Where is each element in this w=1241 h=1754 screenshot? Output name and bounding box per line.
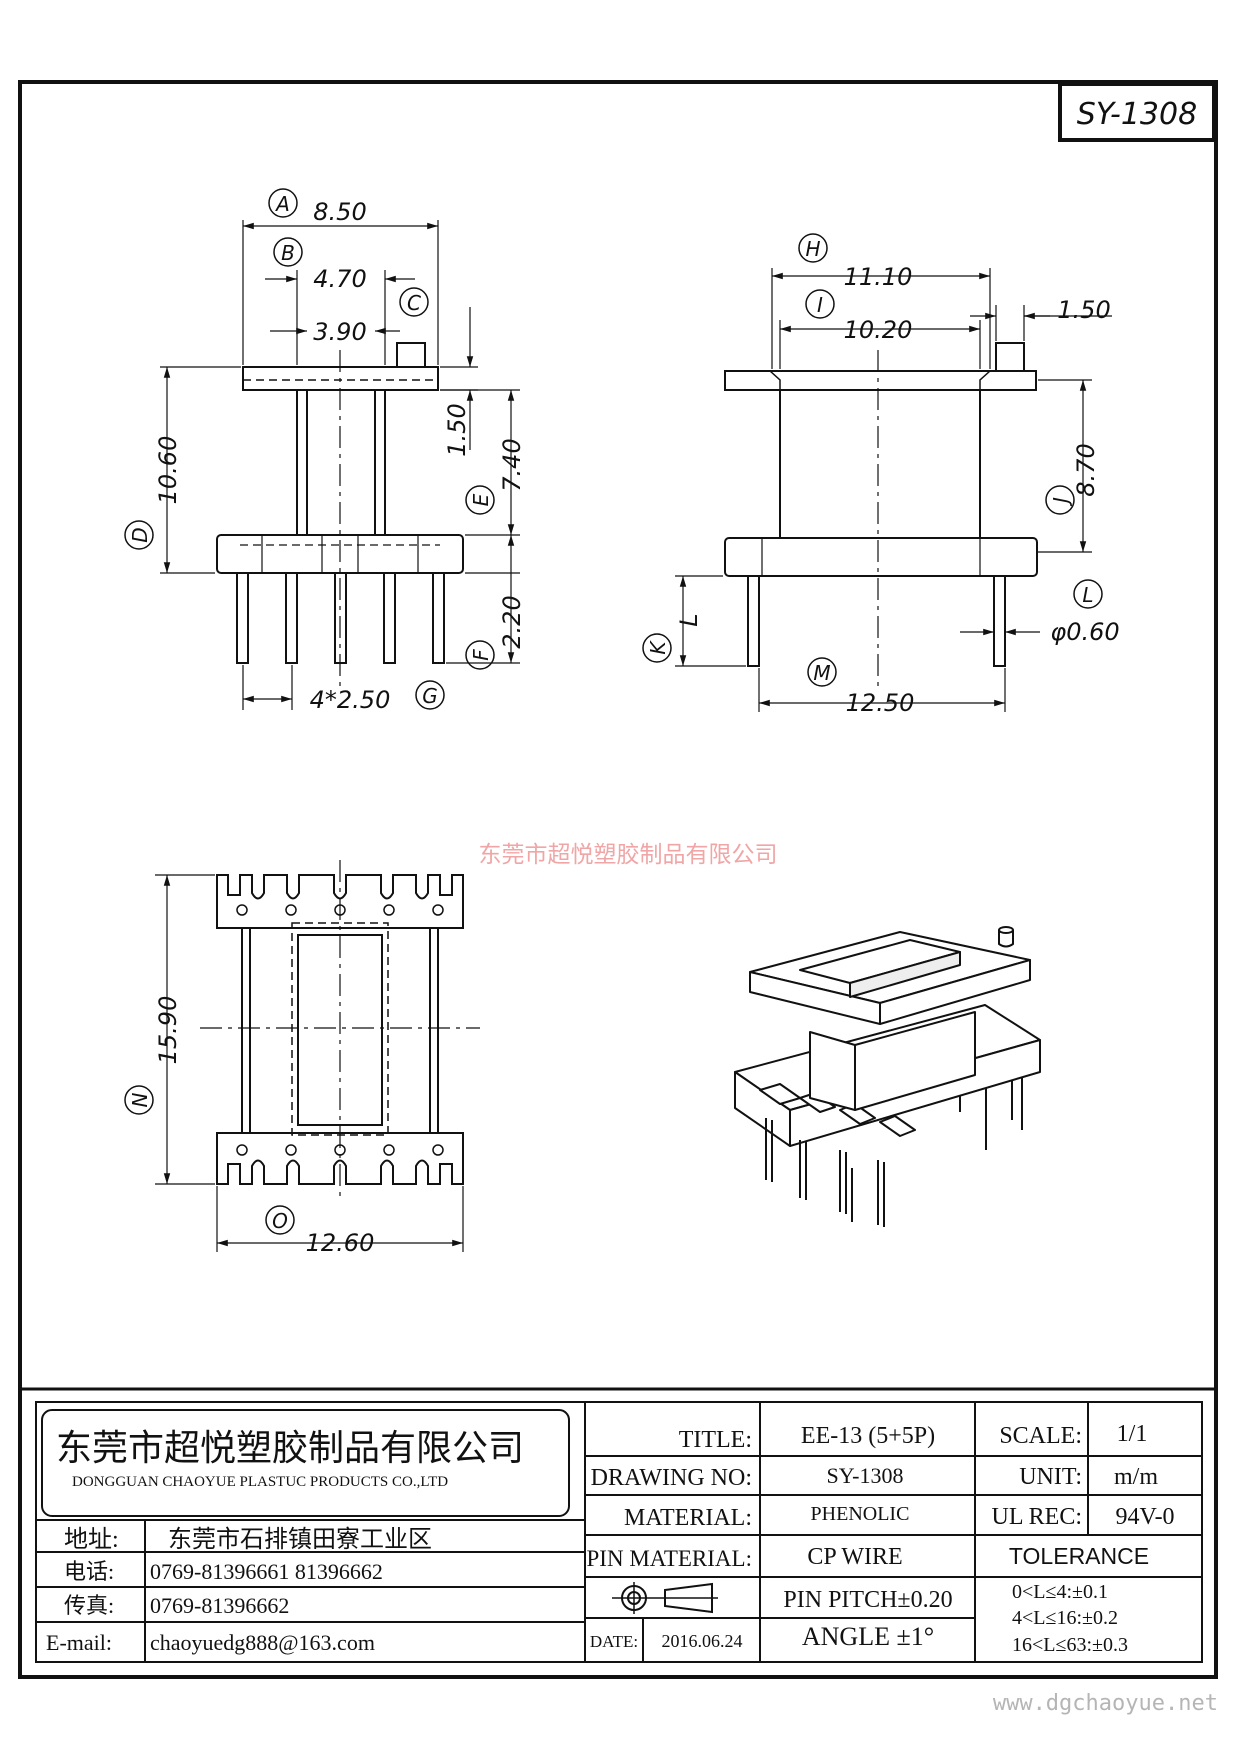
part-number: SY-1308 [1077, 97, 1197, 132]
dim-d-value: 10.60 [154, 436, 182, 505]
dim-n-value: 15.90 [154, 996, 182, 1065]
dim-i-value: 10.20 [844, 316, 913, 344]
address-label: 地址: [64, 1526, 119, 1553]
phone-label: 电话: [64, 1559, 114, 1584]
dim-label-a: A [274, 192, 290, 216]
title-value: EE-13 (5+5P) [801, 1423, 935, 1449]
dim-e-value: 7.40 [498, 438, 526, 491]
phone-value: 0769-81396661 81396662 [150, 1559, 383, 1584]
dim-k-value: L [675, 613, 703, 626]
side-bottom-flange [724, 537, 1038, 577]
dim-label-j: J [1049, 497, 1073, 507]
drawing-no-label: DRAWING NO: [591, 1465, 752, 1491]
outer-frame [18, 80, 1218, 1679]
dim-label-b: B [281, 241, 295, 265]
company-name-en: DONGGUAN CHAOYUE PLASTUC PRODUCTS CO.,LT… [72, 1474, 448, 1490]
dim-label-h: H [805, 237, 820, 261]
dim-j-value: 8.70 [1072, 443, 1100, 496]
unit-value: m/m [1114, 1464, 1158, 1490]
dim-top-flange-value: 1.50 [443, 403, 471, 456]
company-box [41, 1409, 570, 1517]
email-value: chaoyuedg888@163.com [150, 1630, 375, 1655]
dim-label-l: L [1082, 583, 1093, 607]
fax-value: 0769-81396662 [150, 1593, 289, 1618]
dim-label-m: M [813, 661, 830, 685]
tolerance-label: TOLERANCE [1009, 1543, 1149, 1569]
bottom-comb [216, 1132, 464, 1185]
dim-m-value: 12.50 [846, 689, 915, 717]
front-view: A 8.50 B 4.70 C 3.90 D 10.60 1.50 [124, 188, 526, 714]
side-pin-left [747, 575, 760, 667]
dim-g-value: 4*2.50 [310, 686, 391, 714]
isometric-view [734, 926, 1041, 1227]
angle: ANGLE ±1° [802, 1622, 934, 1651]
dim-label-k: K [646, 640, 670, 655]
drawing-no-value: SY-1308 [826, 1463, 903, 1488]
front-peg [396, 342, 426, 368]
address-value: 东莞市石排镇田寮工业区 [168, 1526, 432, 1553]
watermark-company: 东莞市超悦塑胶制品有限公司 [479, 842, 778, 868]
fax-label: 传真: [64, 1593, 114, 1618]
pin-pitch: PIN PITCH±0.20 [783, 1587, 952, 1613]
website-watermark: www.dgchaoyue.net [993, 1691, 1218, 1716]
pin-material-value: CP WIRE [807, 1544, 902, 1570]
dim-peg-value: 1.50 [1057, 296, 1110, 324]
title-label: TITLE: [679, 1427, 752, 1453]
email-label: E-mail: [46, 1630, 112, 1655]
side-pin-right [993, 575, 1006, 667]
scale-label: SCALE: [999, 1423, 1082, 1449]
tolerance-row-1: 0<L≤4:±0.1 [1012, 1581, 1108, 1603]
material-label: MATERIAL: [624, 1505, 752, 1531]
dim-label-n: N [128, 1092, 152, 1107]
date-value: 2016.06.24 [662, 1631, 743, 1651]
tolerance-row-3: 16<L≤63:±0.3 [1012, 1634, 1128, 1656]
top-view: N 15.90 O 12.60 [124, 860, 480, 1257]
ul-rec-label: UL REC: [992, 1504, 1082, 1530]
title-block: 东莞市超悦塑胶制品有限公司 DONGGUAN CHAOYUE PLASTUC P… [35, 1401, 1203, 1663]
scale-value: 1/1 [1117, 1421, 1148, 1447]
side-peg [995, 342, 1025, 372]
dim-label-e: E [469, 493, 493, 506]
side-view: H 11.10 I 10.20 1.50 J 8.70 K L L [642, 233, 1120, 717]
ul-rec-value: 94V-0 [1115, 1504, 1174, 1530]
dim-inner-value: 3.90 [313, 318, 366, 346]
dim-label-g: G [422, 684, 438, 708]
date-label: DATE: [590, 1632, 638, 1651]
dim-b-value: 4.70 [313, 265, 366, 293]
projection-symbol-icon [612, 1582, 718, 1614]
dim-label-f: F [469, 649, 493, 661]
dim-label-c: C [407, 291, 421, 315]
top-comb [216, 874, 464, 929]
pin-material-label: PIN MATERIAL: [587, 1546, 752, 1571]
dim-l-value: φ0.60 [1050, 618, 1119, 646]
unit-label: UNIT: [1019, 1464, 1082, 1490]
dim-f-value: 2.20 [498, 595, 526, 648]
part-number-box: SY-1308 [1058, 82, 1216, 142]
dim-label-i: I [817, 293, 823, 317]
dim-label-d: D [128, 527, 152, 542]
dim-h-value: 11.10 [844, 263, 913, 291]
front-pins [236, 572, 445, 664]
dim-label-o: O [272, 1209, 288, 1233]
company-name-cn: 东莞市超悦塑胶制品有限公司 [56, 1428, 524, 1468]
material-value: PHENOLIC [811, 1503, 910, 1525]
tolerance-row-2: 4<L≤16:±0.2 [1012, 1607, 1118, 1629]
dim-a-value: 8.50 [313, 198, 366, 226]
dim-o-value: 12.60 [306, 1229, 375, 1257]
